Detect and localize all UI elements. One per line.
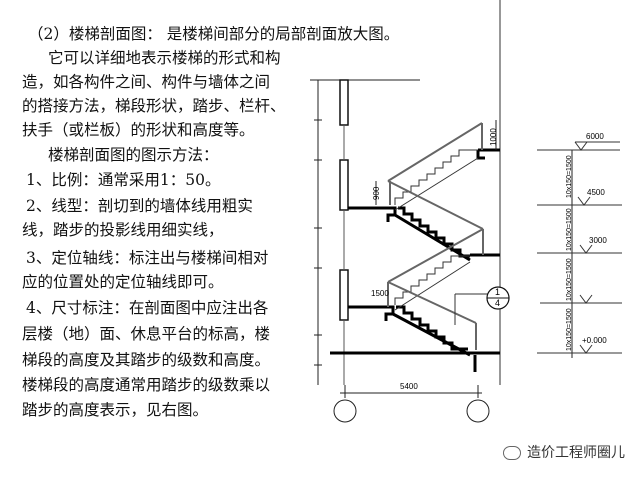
text-line: 4、尺寸标注：在剖面图中应注出各 [26,299,269,317]
section-title: （2）楼梯剖面图： 是楼梯间部分的局部剖面放大图。 [28,25,400,43]
text-line: 造，如各构件之间、构件与墙体之间 [22,73,271,91]
railing-height-middle: 900 [372,186,381,200]
railing-height-top: 1000 [489,128,498,146]
text-line: 应的位置处的定位轴线即可。 [22,273,224,291]
elevation-0: +0.000 [582,336,607,345]
text-line: 3、定位轴线：标注出与楼梯间相对 [26,249,269,267]
flight-dim: 10x150=1500 [566,155,573,198]
text-line: 楼梯剖面图的图示方法： [48,146,219,164]
flight-dim: 10x150=1500 [566,208,573,251]
elevation-6000: 6000 [586,132,604,141]
text-line: 楼梯段的高度通常用踏步的级数乘以 [22,376,271,394]
flight-dim: 10x150=1500 [566,308,573,351]
flight-dim: 10x150=1500 [566,258,573,301]
text-line: 梯段的高度及其踏步的级数和高度。 [22,351,271,369]
text-line: 2、线型：剖切到的墙体线用粗实 [26,197,253,215]
axis-circle-left [333,399,357,423]
axis-circle-right [466,399,490,423]
elevation-3000: 3000 [589,236,607,245]
watermark: 造价工程师圈儿 [503,442,625,462]
text-line: 它可以详细地表示楼梯的形式和构 [48,49,281,67]
detail-index-top: 1 [495,287,500,297]
wechat-icon [503,446,521,460]
text-line: 层楼（地）面、休息平台的标高，楼 [22,325,271,343]
watermark-text: 造价工程师圈儿 [527,445,625,461]
elevation-4500: 4500 [587,188,605,197]
text-line: 的搭接方法，梯段形状，踏步、栏杆、 [22,97,286,115]
text-line: 扶手（或栏板）的形状和高度等。 [22,121,255,139]
text-line: 踏步的高度表示，见右图。 [22,401,209,419]
railing-height-bottom: 1500 [371,289,389,298]
text-line: 1、比例：通常采用1：50。 [26,171,221,189]
text-line: 线，踏步的投影线用细实线， [22,221,224,239]
span-dimension: 5400 [400,382,418,391]
detail-index-bottom: 4 [495,298,500,308]
